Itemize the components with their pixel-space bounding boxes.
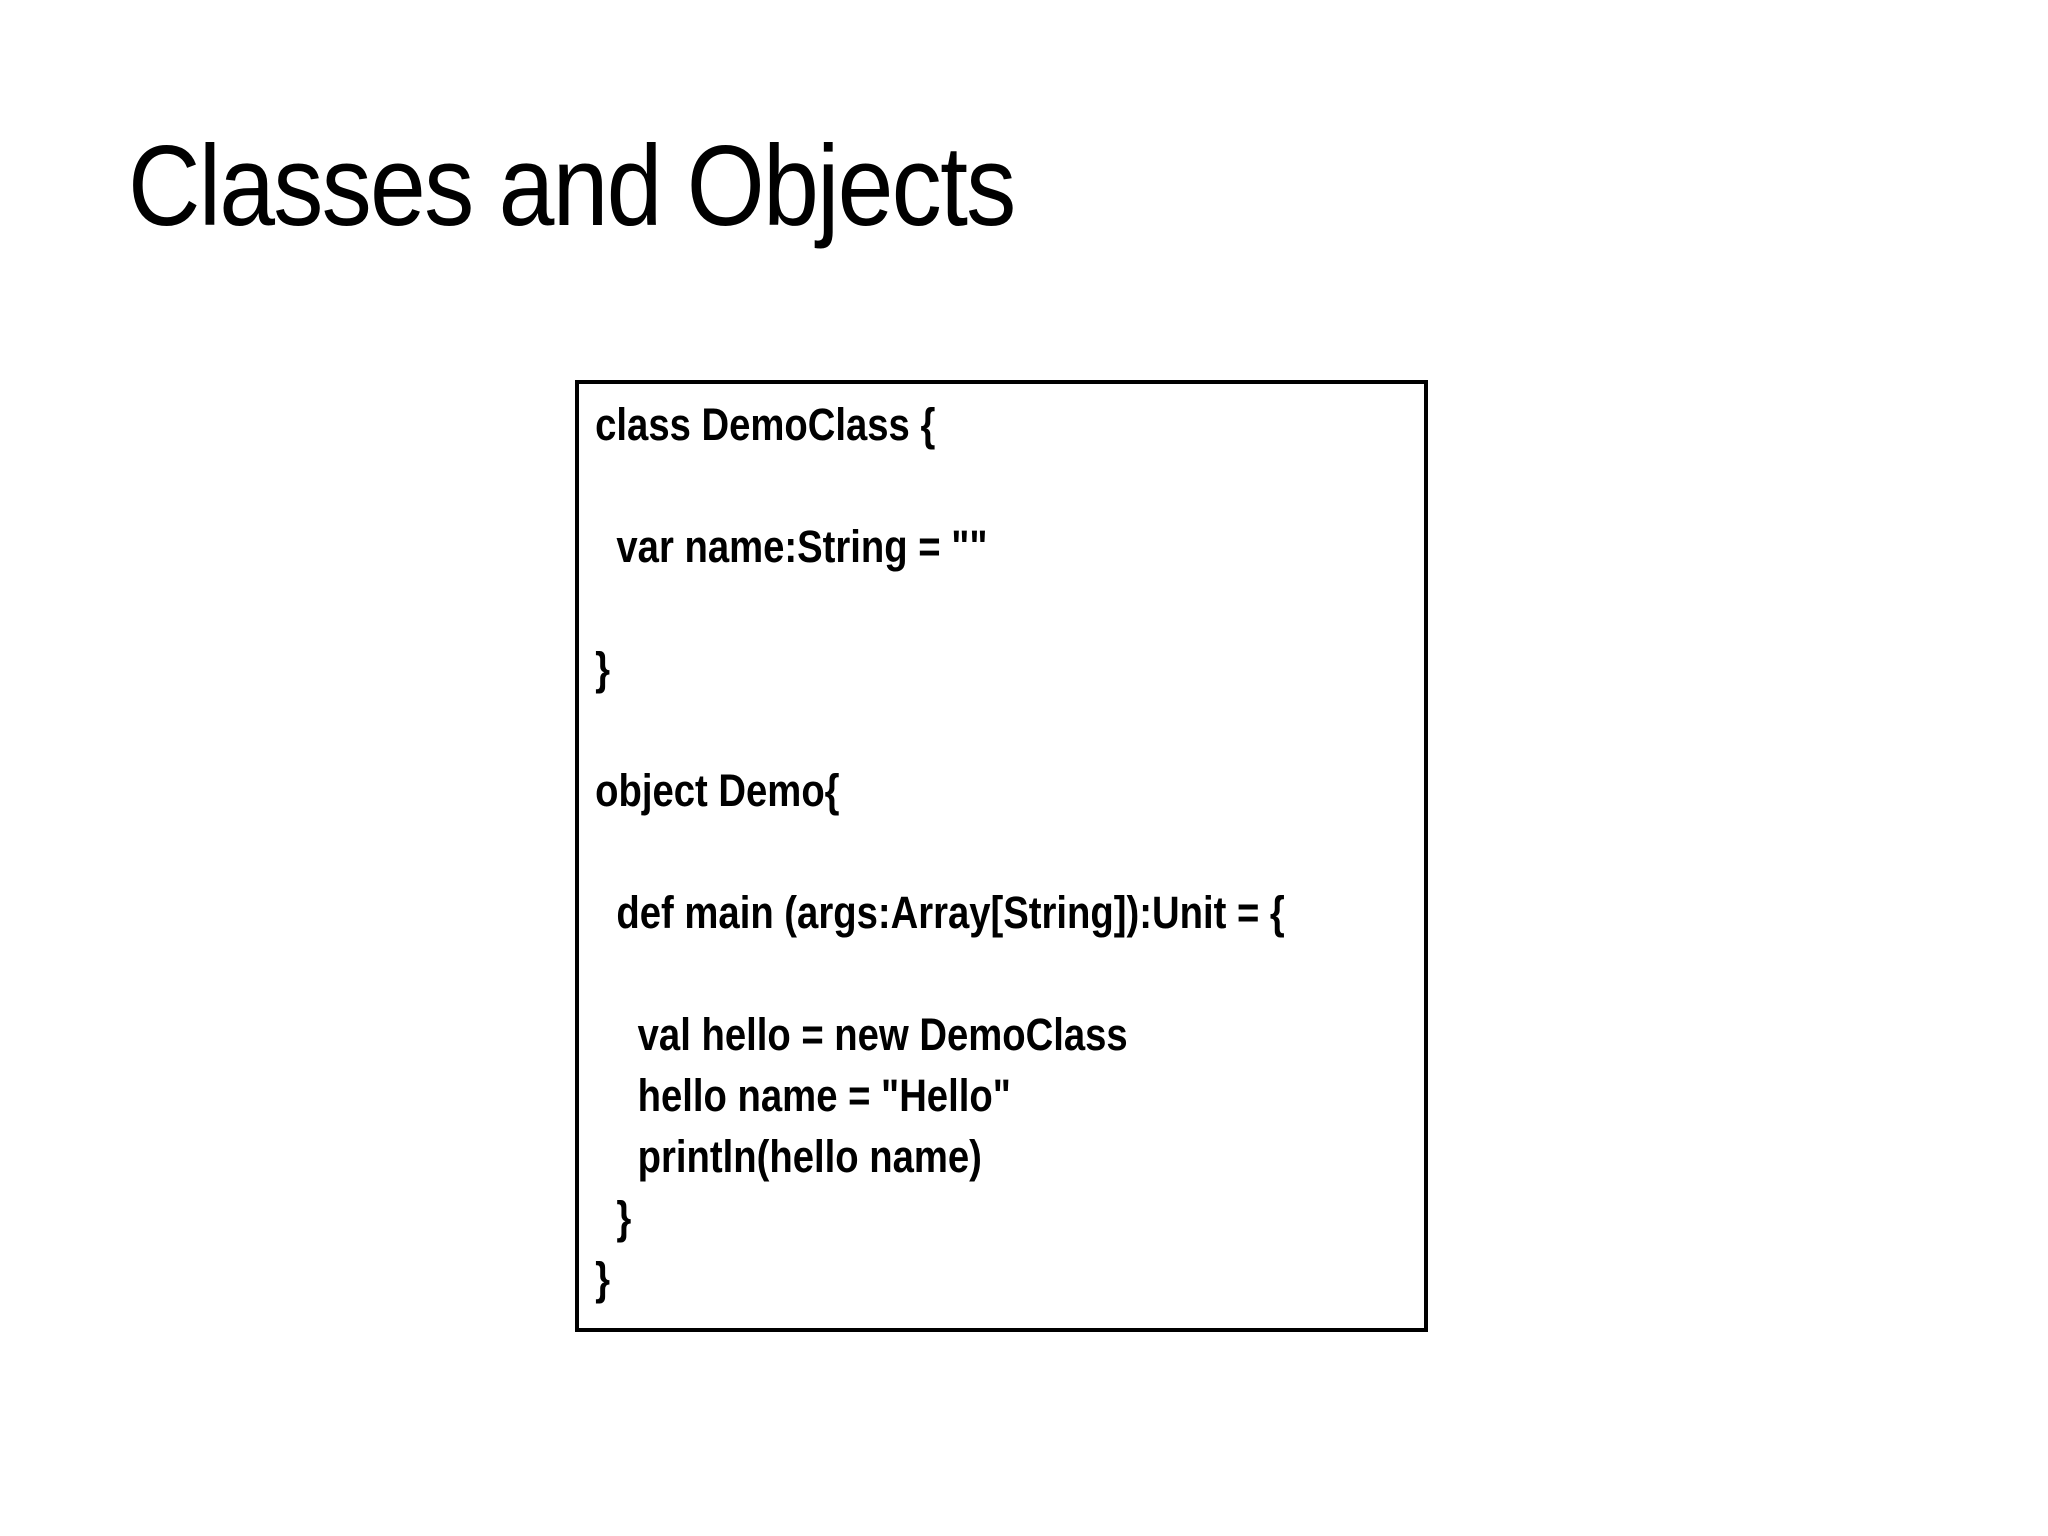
code-block: class DemoClass { var name:String = "" }… xyxy=(595,399,1285,1304)
code-box: class DemoClass { var name:String = "" }… xyxy=(575,380,1428,1332)
page-title: Classes and Objects xyxy=(128,123,1016,250)
